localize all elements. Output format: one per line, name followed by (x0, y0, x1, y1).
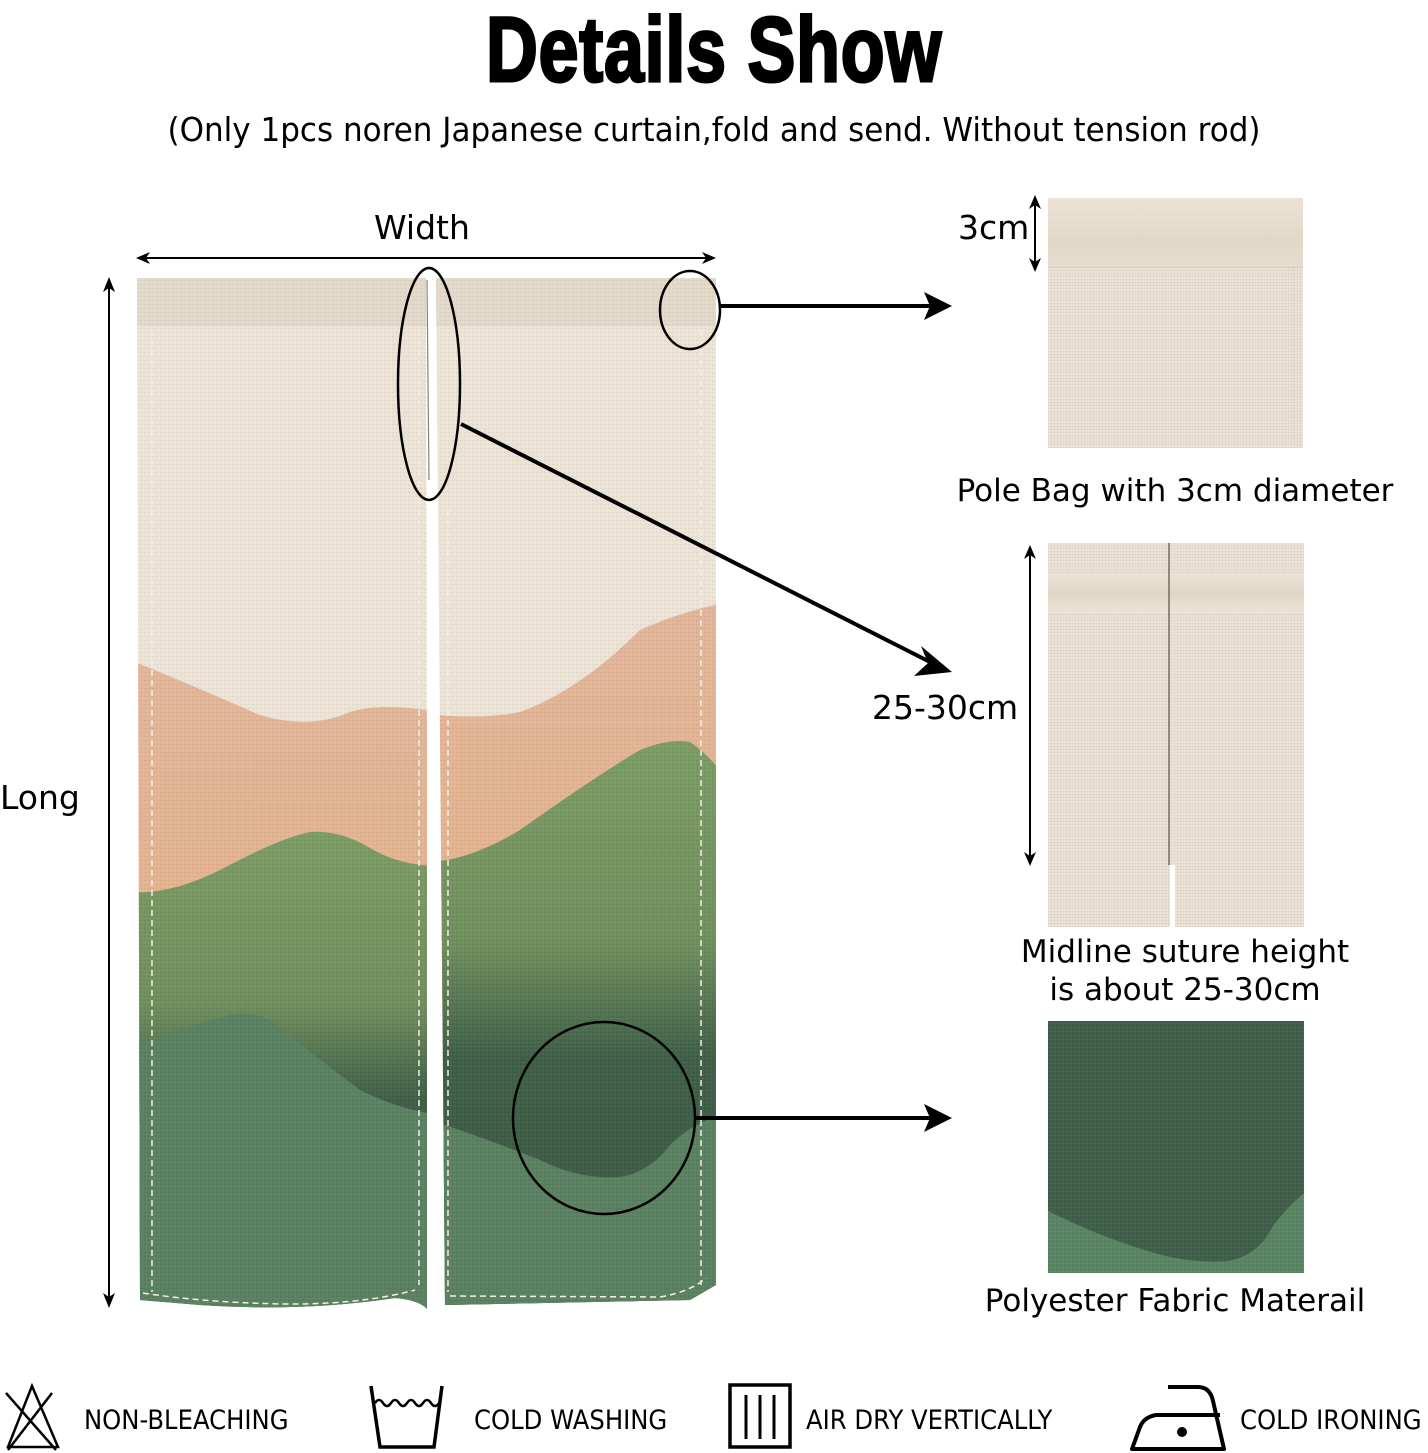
midline-suture-swatch (1048, 543, 1304, 927)
width-label: Width (374, 208, 470, 247)
hem-seam (1048, 267, 1303, 268)
non-bleach-icon (5, 1382, 60, 1451)
pole-bag-hem (1048, 573, 1304, 613)
midline-split (1170, 865, 1175, 927)
care-label-non-bleaching: NON-BLEACHING (84, 1405, 289, 1436)
page-title: Details Show (485, 0, 943, 102)
cold-wash-icon (369, 1385, 444, 1449)
pole-bag-caption: Pole Bag with 3cm diameter (956, 473, 1394, 509)
air-dry-vertical-icon (728, 1383, 792, 1449)
pole-bag-swatch (1048, 198, 1303, 448)
fabric-caption: Polyester Fabric Materail (984, 1283, 1366, 1319)
long-label: Long (0, 778, 80, 817)
midline-seam (1168, 543, 1170, 865)
midline-measure-label: 25-30cm (872, 688, 1019, 727)
care-label-cold-ironing: COLD IRONING (1240, 1405, 1422, 1436)
fabric-pattern (1048, 1021, 1304, 1273)
fabric-swatch (1048, 1021, 1304, 1273)
pole-bag-measure-label: 3cm (958, 208, 1030, 247)
midline-caption-line1: Midline suture height (1020, 934, 1350, 970)
care-label-air-dry-vertically: AIR DRY VERTICALLY (806, 1405, 1053, 1436)
midline-caption-line2: is about 25-30cm (1049, 972, 1321, 1008)
page-subtitle: (Only 1pcs noren Japanese curtain,fold a… (167, 110, 1261, 149)
cold-iron-icon (1130, 1385, 1226, 1451)
pole-bag-hem (1048, 198, 1303, 268)
care-label-cold-washing: COLD WASHING (474, 1405, 668, 1436)
side-seam (1293, 268, 1295, 438)
